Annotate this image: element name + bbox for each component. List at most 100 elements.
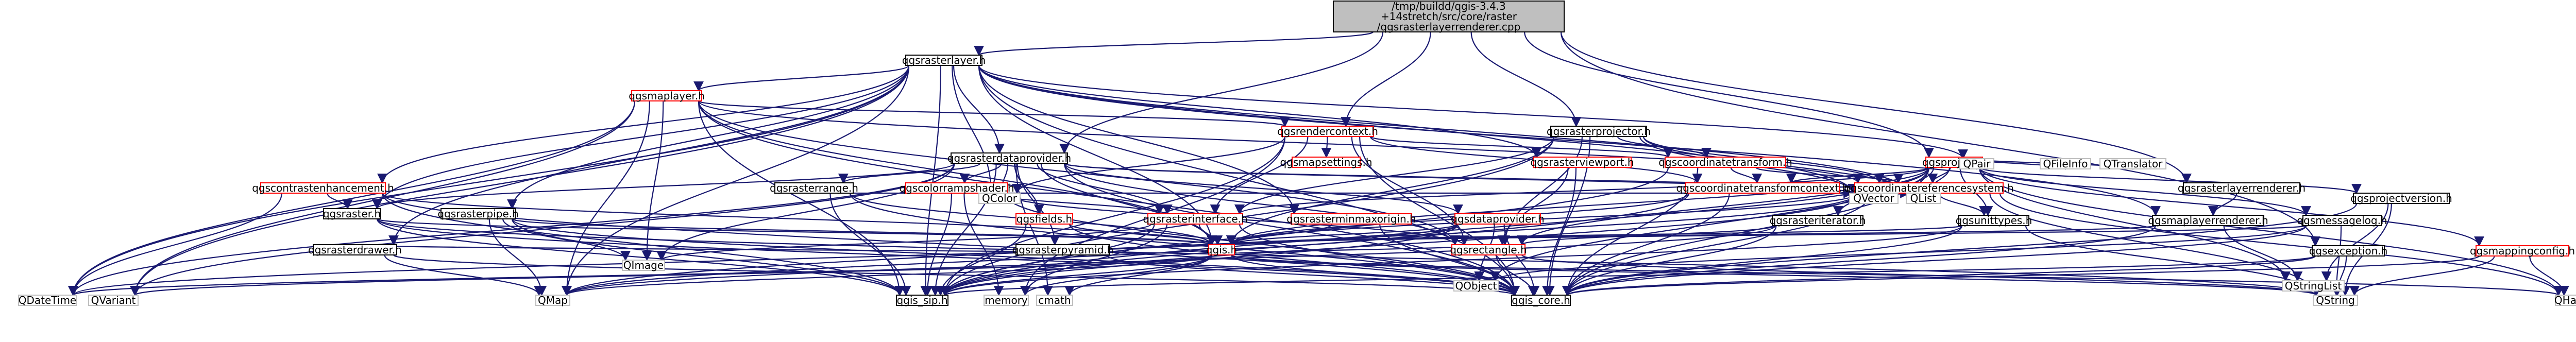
node-qgsmaplayerrenderer[interactable]: qgsmaplayerrenderer.h bbox=[2148, 214, 2268, 227]
node-qgscontrastenhancement[interactable]: qgscontrastenhancement.h bbox=[252, 182, 394, 194]
node-qfileinfo[interactable]: QFileInfo bbox=[2040, 158, 2091, 170]
node-qgis[interactable]: qgis.h bbox=[1206, 244, 1237, 256]
edge-qgis-to-qhash bbox=[1230, 254, 2563, 296]
node-label-root: +14stretch/src/core/raster bbox=[1381, 10, 1517, 23]
node-box-qgsraster bbox=[323, 208, 381, 219]
node-qgsrasterviewport[interactable]: qgsrasterviewport.h bbox=[1530, 156, 1634, 168]
edge-qgsdataprovider-to-qgis bbox=[1226, 223, 1459, 246]
node-qcolor[interactable]: QColor bbox=[978, 192, 1021, 204]
node-qgscoordinatetransformcontext[interactable]: qgscoordinatetransformcontext.h bbox=[1676, 182, 1849, 194]
node-label-qgsunittypes: qgsunittypes.h bbox=[1956, 214, 2032, 227]
node-qhash[interactable]: QHash bbox=[2554, 294, 2576, 306]
node-qgscolorrampshader[interactable]: qgscolorrampshader.h bbox=[899, 182, 1014, 194]
node-qstring[interactable]: QString bbox=[2313, 294, 2358, 306]
node-label-qmap: QMap bbox=[538, 294, 568, 306]
edge-qgsmaplayer-to-qmap bbox=[562, 100, 650, 296]
node-qlist[interactable]: QList bbox=[1906, 192, 1941, 204]
edge-qgscolorrampshader-to-qgis-core bbox=[1004, 193, 1520, 296]
node-qpair[interactable]: QPair bbox=[1959, 158, 1994, 170]
node-qobject[interactable]: QObject bbox=[1453, 280, 1499, 292]
node-qgsfields[interactable]: qgsfields.h bbox=[1015, 213, 1073, 225]
node-box-qvector bbox=[1849, 193, 1899, 204]
node-qgsrasterminmaxorigin[interactable]: qgsrasterminmaxorigin.h bbox=[1286, 213, 1416, 225]
edge-qgsrasterdataprovider-to-qgscolorrampshader bbox=[959, 163, 1002, 184]
edge-root-to-qgsproject bbox=[1524, 31, 1934, 158]
node-qvariant[interactable]: QVariant bbox=[88, 294, 139, 306]
node-qgscoordinatereferencesystem[interactable]: qgscoordinatereferencesystem.h bbox=[1844, 182, 2013, 194]
node-qgsrasterlayer[interactable]: qgsrasterlayer.h bbox=[902, 54, 986, 66]
node-qgsmaplayer[interactable]: qgsmaplayer.h bbox=[629, 90, 705, 102]
node-qgscoordinatetransform[interactable]: qgscoordinatetransform.h bbox=[1658, 156, 1792, 168]
edge-root-to-qgsexception bbox=[1560, 31, 2320, 247]
node-label-qgsrasteriterator: qgsrasteriterator.h bbox=[1770, 214, 1866, 227]
node-label-qvector: QVector bbox=[1853, 192, 1894, 204]
node-qgsmessagelog[interactable]: qgsmessagelog.h bbox=[2297, 214, 2387, 227]
edge-qgsrasterprojector-to-qgscoordinatetransform bbox=[1617, 136, 1711, 158]
edge-qgsmappingconfig-to-qstring bbox=[2349, 255, 2495, 296]
node-qgsrasteriterator[interactable]: qgsrasteriterator.h bbox=[1770, 214, 1866, 227]
node-qgis-sip[interactable]: qgis_sip.h bbox=[896, 294, 948, 306]
node-qvector[interactable]: QVector bbox=[1849, 192, 1899, 204]
node-qgsdataprovider[interactable]: qgsdataprovider.h bbox=[1451, 213, 1544, 225]
node-box-qhash bbox=[2555, 295, 2576, 306]
node-qgsrasterinterface[interactable]: qgsrasterinterface.h bbox=[1143, 213, 1247, 225]
node-box-qgsrasterdrawer bbox=[313, 244, 397, 255]
node-label-qgsraster: qgsraster.h bbox=[323, 208, 381, 220]
node-qgsexception[interactable]: qgsexception.h bbox=[2309, 245, 2388, 257]
node-label-qgscoordinatereferencesystem: qgscoordinatereferencesystem.h bbox=[1844, 182, 2013, 194]
node-qstringlist[interactable]: QStringList bbox=[2282, 280, 2345, 292]
node-box-qgis bbox=[1208, 244, 1235, 255]
edge-qgsunittypes-to-qgis-core bbox=[1562, 225, 1963, 296]
edge-qgis-to-qgis-sip bbox=[940, 254, 1213, 296]
node-cmath[interactable]: cmath bbox=[1036, 294, 1073, 306]
node-box-qgsmaplayer bbox=[631, 90, 702, 101]
edge-qgsrendercontext-to-qgscoordinatetransform bbox=[1369, 135, 1673, 158]
node-qgsrasterlayerrenderer[interactable]: qgsrasterlayerrenderer.h bbox=[2178, 182, 2306, 194]
node-qgsunittypes[interactable]: qgsunittypes.h bbox=[1956, 214, 2032, 227]
node-qgsraster[interactable]: qgsraster.h bbox=[323, 208, 381, 220]
node-qgsrasterpyramid[interactable]: qgsrasterpyramid.h bbox=[1012, 244, 1114, 256]
node-label-cmath: cmath bbox=[1038, 294, 1071, 306]
node-box-qgsrasteriterator bbox=[1772, 215, 1863, 226]
edge-qgsdataprovider-to-qmap bbox=[562, 224, 1459, 296]
node-memory[interactable]: memory bbox=[984, 294, 1029, 306]
node-label-qlist: QList bbox=[1910, 192, 1937, 204]
node-qgsprojectversion[interactable]: qgsprojectversion.h bbox=[2350, 192, 2452, 204]
node-label-qgsmappingconfig: qgsmappingconfig.h bbox=[2470, 245, 2575, 257]
node-qimage[interactable]: QImage bbox=[622, 259, 665, 271]
node-label-qgsrasterdataprovider: qgsrasterdataprovider.h bbox=[947, 152, 1071, 164]
node-qgsrasterpipe[interactable]: qgsrasterpipe.h bbox=[437, 208, 518, 220]
node-box-qgsrasterpipe bbox=[440, 208, 516, 219]
node-label-qgsrasterinterface: qgsrasterinterface.h bbox=[1143, 213, 1247, 225]
node-box-qgsmappingconfig bbox=[2476, 245, 2569, 256]
edge-qgsmaplayer-to-qgis-sip bbox=[698, 100, 905, 296]
edge-qgsrasterlayer-to-qvariant bbox=[130, 65, 910, 296]
node-qmap[interactable]: QMap bbox=[535, 294, 570, 306]
node-box-qstring bbox=[2313, 295, 2358, 306]
edge-qgsproject-to-qgscoordinatetransformcontext bbox=[1786, 166, 1930, 184]
node-qgsrasterdrawer[interactable]: qgsrasterdrawer.h bbox=[308, 244, 402, 256]
node-label-qgsexception: qgsexception.h bbox=[2309, 245, 2388, 257]
node-qgsrectangle[interactable]: qgsrectangle.h bbox=[1450, 244, 1527, 256]
node-box-qgscoordinatetransformcontext bbox=[1685, 182, 1840, 194]
node-qgsrasterrange[interactable]: qgsrasterrange.h bbox=[770, 182, 858, 194]
edge-qgsrasterlayer-to-qdatetime bbox=[68, 65, 910, 296]
node-qgsmapsettings[interactable]: qgsmapsettings.h bbox=[1280, 156, 1372, 168]
edge-qgsrasterlayerrenderer-to-qgsmaplayerrenderer bbox=[2208, 193, 2238, 216]
node-box-qgscontrastenhancement bbox=[260, 182, 386, 194]
node-qdatetime[interactable]: QDateTime bbox=[18, 294, 77, 306]
node-qgsrasterprojector[interactable]: qgsrasterprojector.h bbox=[1547, 125, 1651, 138]
edge-qgsrasterlayer-to-qgsmaplayer bbox=[693, 64, 910, 92]
edge-qgsrasterpipe-to-qgis bbox=[511, 218, 1216, 246]
node-box-qmap bbox=[535, 295, 570, 306]
node-qtranslator[interactable]: QTranslator bbox=[2099, 158, 2166, 170]
node-label-qgis: qgis.h bbox=[1206, 244, 1237, 256]
node-label-qgscoordinatetransformcontext: qgscoordinatetransformcontext.h bbox=[1676, 182, 1849, 194]
edge-qgsrasterlayer-to-qgscontrastenhancement bbox=[377, 65, 910, 184]
node-label-qgsmaplayer: qgsmaplayer.h bbox=[629, 90, 705, 102]
node-qgsmappingconfig[interactable]: qgsmappingconfig.h bbox=[2470, 245, 2575, 257]
node-qgsrendercontext[interactable]: qgsrendercontext.h bbox=[1277, 125, 1378, 138]
node-qgsrasterdataprovider[interactable]: qgsrasterdataprovider.h bbox=[947, 152, 1071, 164]
node-box-qgsmessagelog bbox=[2302, 215, 2382, 226]
node-qgis-core[interactable]: qgis_core.h bbox=[1511, 294, 1571, 306]
